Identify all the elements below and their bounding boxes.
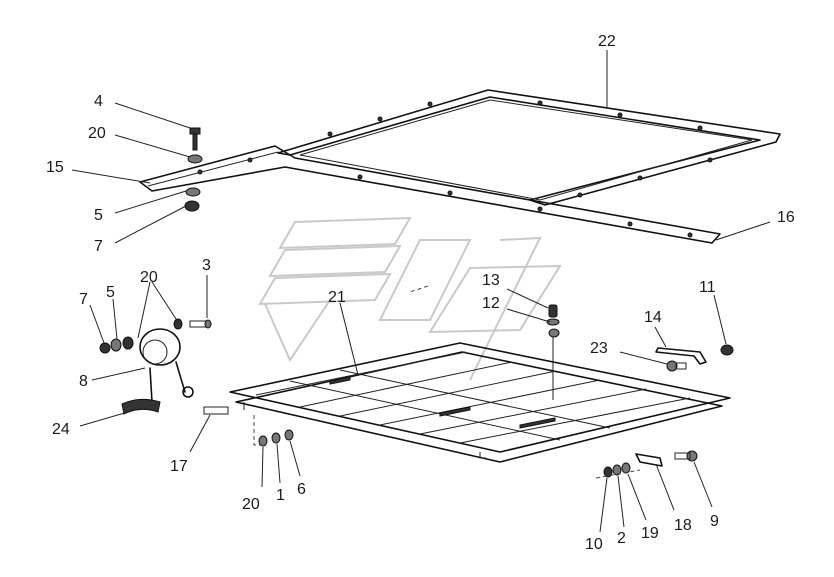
callout-4: 4 (94, 93, 103, 110)
washer-20-top (187, 154, 203, 164)
bolt-4 (189, 127, 201, 151)
callout-7: 7 (79, 291, 88, 308)
pin-17 (203, 406, 229, 415)
callout-23: 23 (590, 340, 608, 357)
callout-1: 1 (276, 487, 285, 504)
axis-line-bottom-right (595, 469, 641, 479)
frame-bolt-holes (197, 100, 713, 238)
latch-18 (635, 453, 663, 467)
callout-11: 11 (699, 279, 716, 296)
washer-20-bottom (258, 435, 268, 447)
handle-8 (139, 328, 194, 403)
callout-20: 20 (88, 125, 106, 142)
fitting-13 (546, 304, 560, 338)
leader-lines (71, 50, 771, 533)
nut-11 (720, 344, 734, 356)
callout-18: 18 (674, 517, 692, 534)
callout-7: 7 (94, 238, 103, 255)
washer-19 (621, 462, 631, 474)
callout-5: 5 (94, 207, 103, 224)
washer-1 (271, 432, 281, 444)
callout-8: 8 (79, 373, 88, 390)
callout-12: 12 (482, 295, 500, 312)
axis-line-center (409, 285, 429, 293)
callout-2: 2 (617, 530, 626, 547)
callout-5: 5 (106, 284, 115, 301)
washer-5-top (185, 187, 201, 197)
washer-20-left (122, 336, 134, 350)
watermark-logo (258, 216, 562, 381)
bolt-3 (189, 319, 212, 329)
callout-22: 22 (598, 33, 616, 50)
bolt-9 (674, 450, 698, 462)
callout-15: 15 (46, 159, 64, 176)
upper-seal-frame (139, 89, 781, 244)
callout-19: 19 (641, 525, 659, 542)
callout-3: 3 (202, 257, 211, 274)
pin-23 (666, 360, 687, 372)
nut-10 (603, 466, 613, 478)
callout-20: 20 (242, 496, 260, 513)
bracket-14 (655, 347, 707, 365)
strap-24 (121, 398, 161, 415)
washer-6 (284, 429, 294, 441)
callout-17: 17 (170, 458, 188, 475)
callout-24: 24 (52, 421, 70, 438)
washer-20-left-b (173, 318, 183, 330)
callout-10: 10 (585, 536, 603, 553)
callout-6: 6 (297, 481, 306, 498)
washer-5-left (110, 338, 122, 352)
callout-9: 9 (710, 513, 719, 530)
washer-2 (612, 464, 622, 476)
callout-13: 13 (482, 272, 500, 289)
lower-frame-assembly (229, 342, 731, 463)
callout-labels: 22 4 20 15 5 7 16 3 20 7 5 21 13 12 11 1… (46, 33, 795, 553)
callout-21: 21 (328, 289, 346, 306)
axis-line-bottom-left (253, 415, 262, 446)
callout-16: 16 (777, 209, 795, 226)
callout-20: 20 (140, 269, 158, 286)
nut-7-left (99, 342, 111, 354)
nut-7-top (184, 200, 200, 212)
callout-14: 14 (644, 309, 662, 326)
